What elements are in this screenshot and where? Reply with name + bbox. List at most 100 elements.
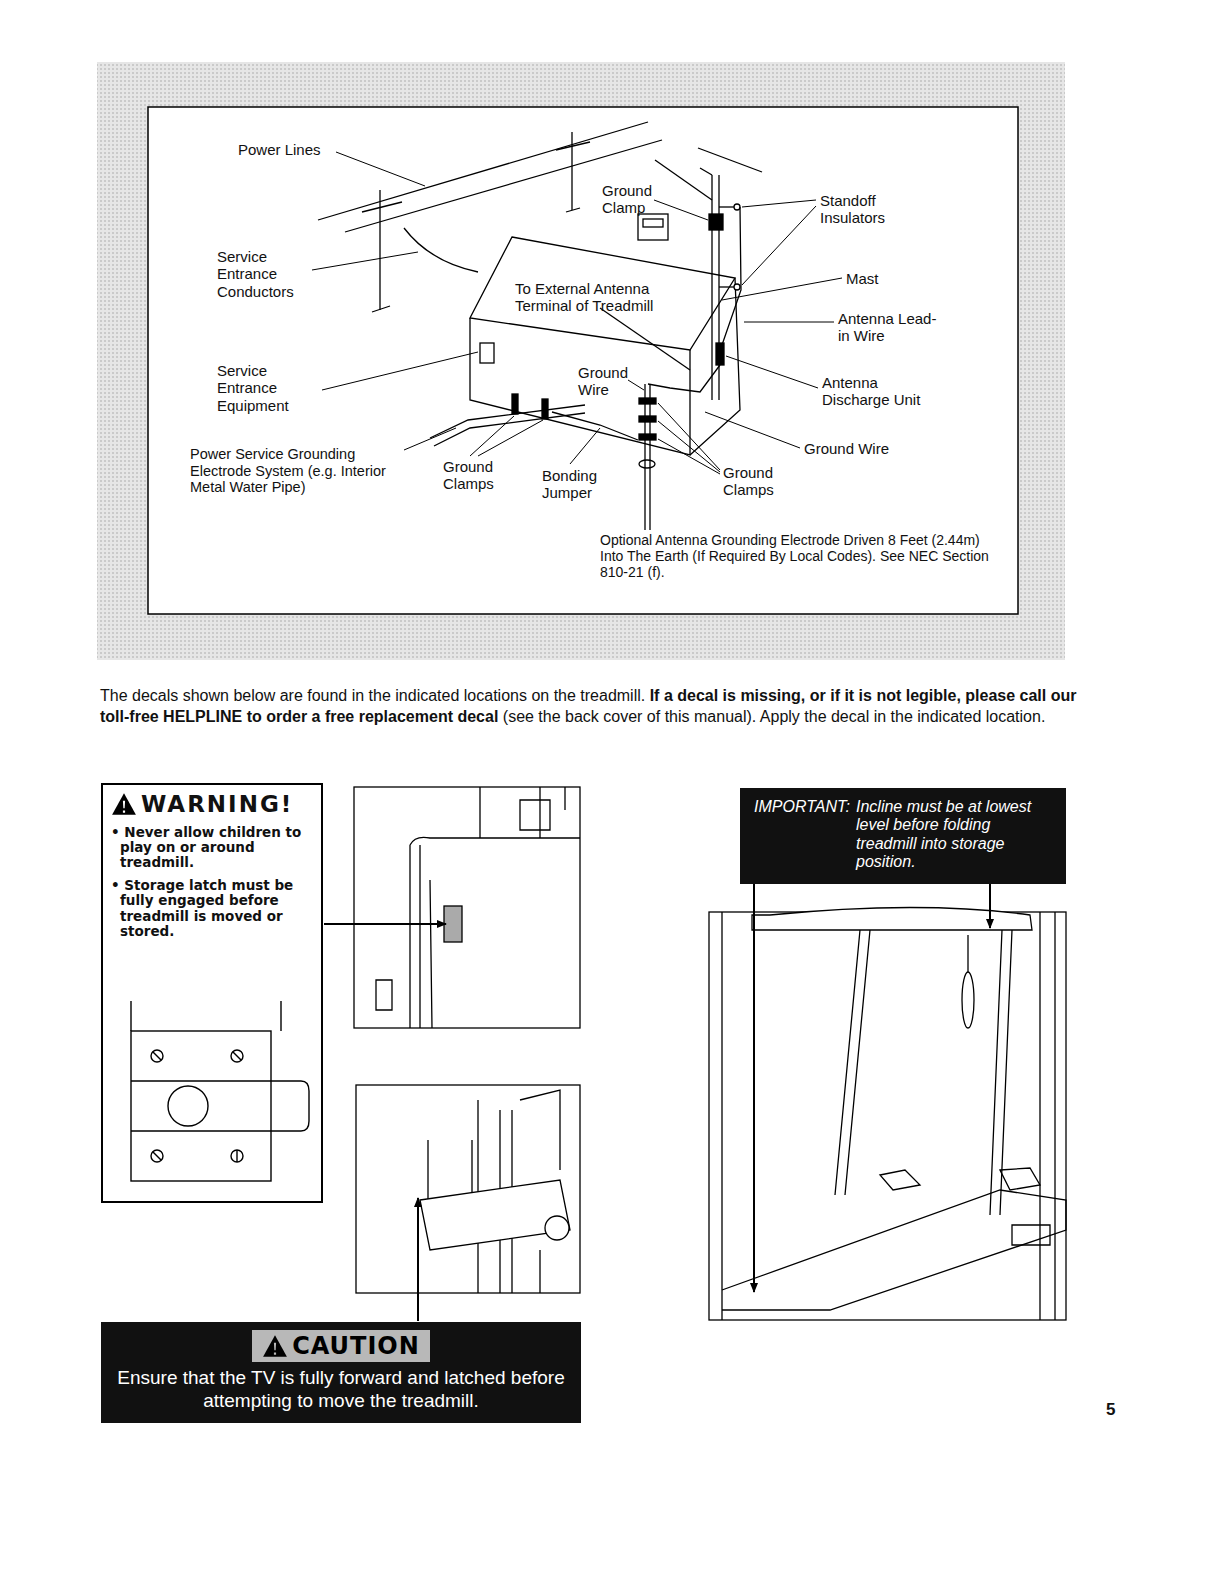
decal-bullet: • Never allow children to play on or aro… (111, 825, 313, 870)
warning-triangle-icon (123, 801, 125, 813)
important-decal: IMPORTANT:Incline must be at lowest leve… (740, 788, 1066, 884)
drawing-stroke (989, 880, 991, 928)
drawing-stroke (639, 434, 656, 440)
drawing-stroke (726, 356, 818, 388)
drawing-stroke (628, 380, 644, 390)
callout-label: To External Antenna Terminal of Treadmil… (515, 280, 690, 315)
drawing-stroke (648, 365, 720, 392)
drawing-stroke (336, 152, 425, 186)
caution-decal: CAUTION Ensure that the TV is fully forwa… (101, 1322, 581, 1423)
drawing-stroke (233, 1052, 241, 1060)
drawing-stroke (520, 1090, 560, 1293)
drawing-stroke (649, 384, 650, 530)
drawing-stroke (372, 306, 390, 312)
decal-bullet: • Storage latch must be fully engaged be… (111, 878, 313, 938)
drawing-stroke (362, 202, 402, 212)
drawing-stroke (705, 412, 800, 448)
callout-label: Ground Wire (578, 364, 636, 399)
drawing-stroke (570, 428, 600, 464)
drawing-stroke (354, 787, 580, 1028)
drawing-stroke (658, 421, 720, 472)
drawing-stroke (322, 352, 478, 390)
drawing-stroke (552, 412, 638, 440)
drawing-stroke (566, 208, 580, 212)
callout-label: Power Lines (238, 141, 358, 158)
callout-label: Mast (846, 270, 906, 287)
drawing-stroke (470, 416, 514, 456)
drawing-stroke (1012, 1225, 1050, 1245)
drawing-stroke (716, 343, 724, 365)
drawing-stroke (880, 1168, 1040, 1190)
callout-label: Power Service Grounding Electrode System… (190, 446, 390, 496)
drawing-stroke (151, 1050, 163, 1062)
intro-paragraph: The decals shown below are found in the … (100, 686, 1080, 728)
caution-heading-band: CAUTION (252, 1330, 430, 1362)
drawing-stroke (312, 252, 418, 270)
drawing-stroke (709, 214, 723, 230)
warning-decal: WARNING! • Never allow children to play o… (101, 783, 323, 1203)
drawing-stroke (444, 906, 462, 942)
callout-label: Service Entrance Conductors (217, 248, 312, 300)
drawing-stroke (722, 1190, 1066, 1310)
drawing-stroke (404, 428, 456, 450)
leader-lines (312, 152, 842, 474)
drawing-stroke (655, 160, 712, 200)
drawing-stroke (420, 1180, 570, 1250)
drawing-stroke (356, 1085, 580, 1293)
drawing-stroke (734, 284, 740, 290)
drawing-stroke (734, 204, 740, 210)
callout-label: Service Entrance Equipment (217, 362, 317, 414)
drawing-stroke (744, 322, 834, 323)
drawing-stroke (643, 219, 663, 227)
drawing-stroke (742, 200, 816, 207)
drawing-stroke (434, 413, 585, 446)
drawing-stroke (151, 1150, 163, 1162)
drawing-stroke (600, 308, 690, 370)
drawing-stroke (478, 420, 543, 456)
drawing-stroke (700, 168, 712, 175)
drawing-stroke (404, 228, 478, 272)
drawing-stroke (571, 132, 572, 210)
callout-label: Bonding Jumper (542, 467, 608, 502)
drawing-stroke (280, 1001, 281, 1031)
antenna-grounding-figure (97, 62, 1065, 660)
page-number: 5 (1106, 1400, 1126, 1420)
drawing-stroke (644, 384, 645, 530)
drawing-stroke (97, 62, 1065, 660)
paragraph-text: The decals shown below are found in the … (100, 687, 645, 704)
drawing-stroke (131, 1081, 309, 1131)
drawing-stroke (131, 1031, 271, 1181)
drawing-stroke (324, 923, 446, 925)
decal-heading: CAUTION (292, 1332, 420, 1360)
drawing-stroke (658, 403, 720, 470)
drawing-stroke (639, 460, 655, 468)
decal-body: Ensure that the TV is fully forward and … (111, 1367, 571, 1413)
callout-label: Ground Wire (804, 440, 924, 457)
drawing-stroke (711, 175, 712, 400)
decal-heading-row: WARNING! (111, 791, 313, 817)
callout-label: Antenna Discharge Unit (822, 374, 942, 409)
warning-triangle-icon (262, 1333, 288, 1359)
warning-triangle-icon (112, 793, 136, 815)
latch-drawing (111, 1001, 311, 1191)
drawing-stroke (962, 972, 974, 1028)
drawing-stroke (638, 214, 668, 240)
drawing-stroke (835, 930, 1012, 1215)
decal-heading: WARNING! (141, 791, 293, 817)
decal-heading: IMPORTANT: (754, 798, 850, 872)
drawing-stroke (231, 1150, 243, 1162)
drawing-stroke (556, 142, 590, 150)
drawing-stroke (742, 206, 816, 285)
drawing-stroke (722, 912, 1055, 1320)
drawing-stroke (690, 278, 740, 455)
drawing-stroke (470, 318, 690, 455)
drawing-stroke (967, 935, 968, 972)
drawing-stroke (236, 1150, 237, 1162)
drawing-stroke (654, 200, 708, 220)
callout-label: Antenna Lead-in Wire (838, 310, 938, 345)
drawing-stroke (231, 1050, 243, 1062)
drawing-stroke (639, 398, 656, 404)
drawing-stroke (131, 1001, 309, 1181)
drawing-stroke (722, 278, 842, 300)
